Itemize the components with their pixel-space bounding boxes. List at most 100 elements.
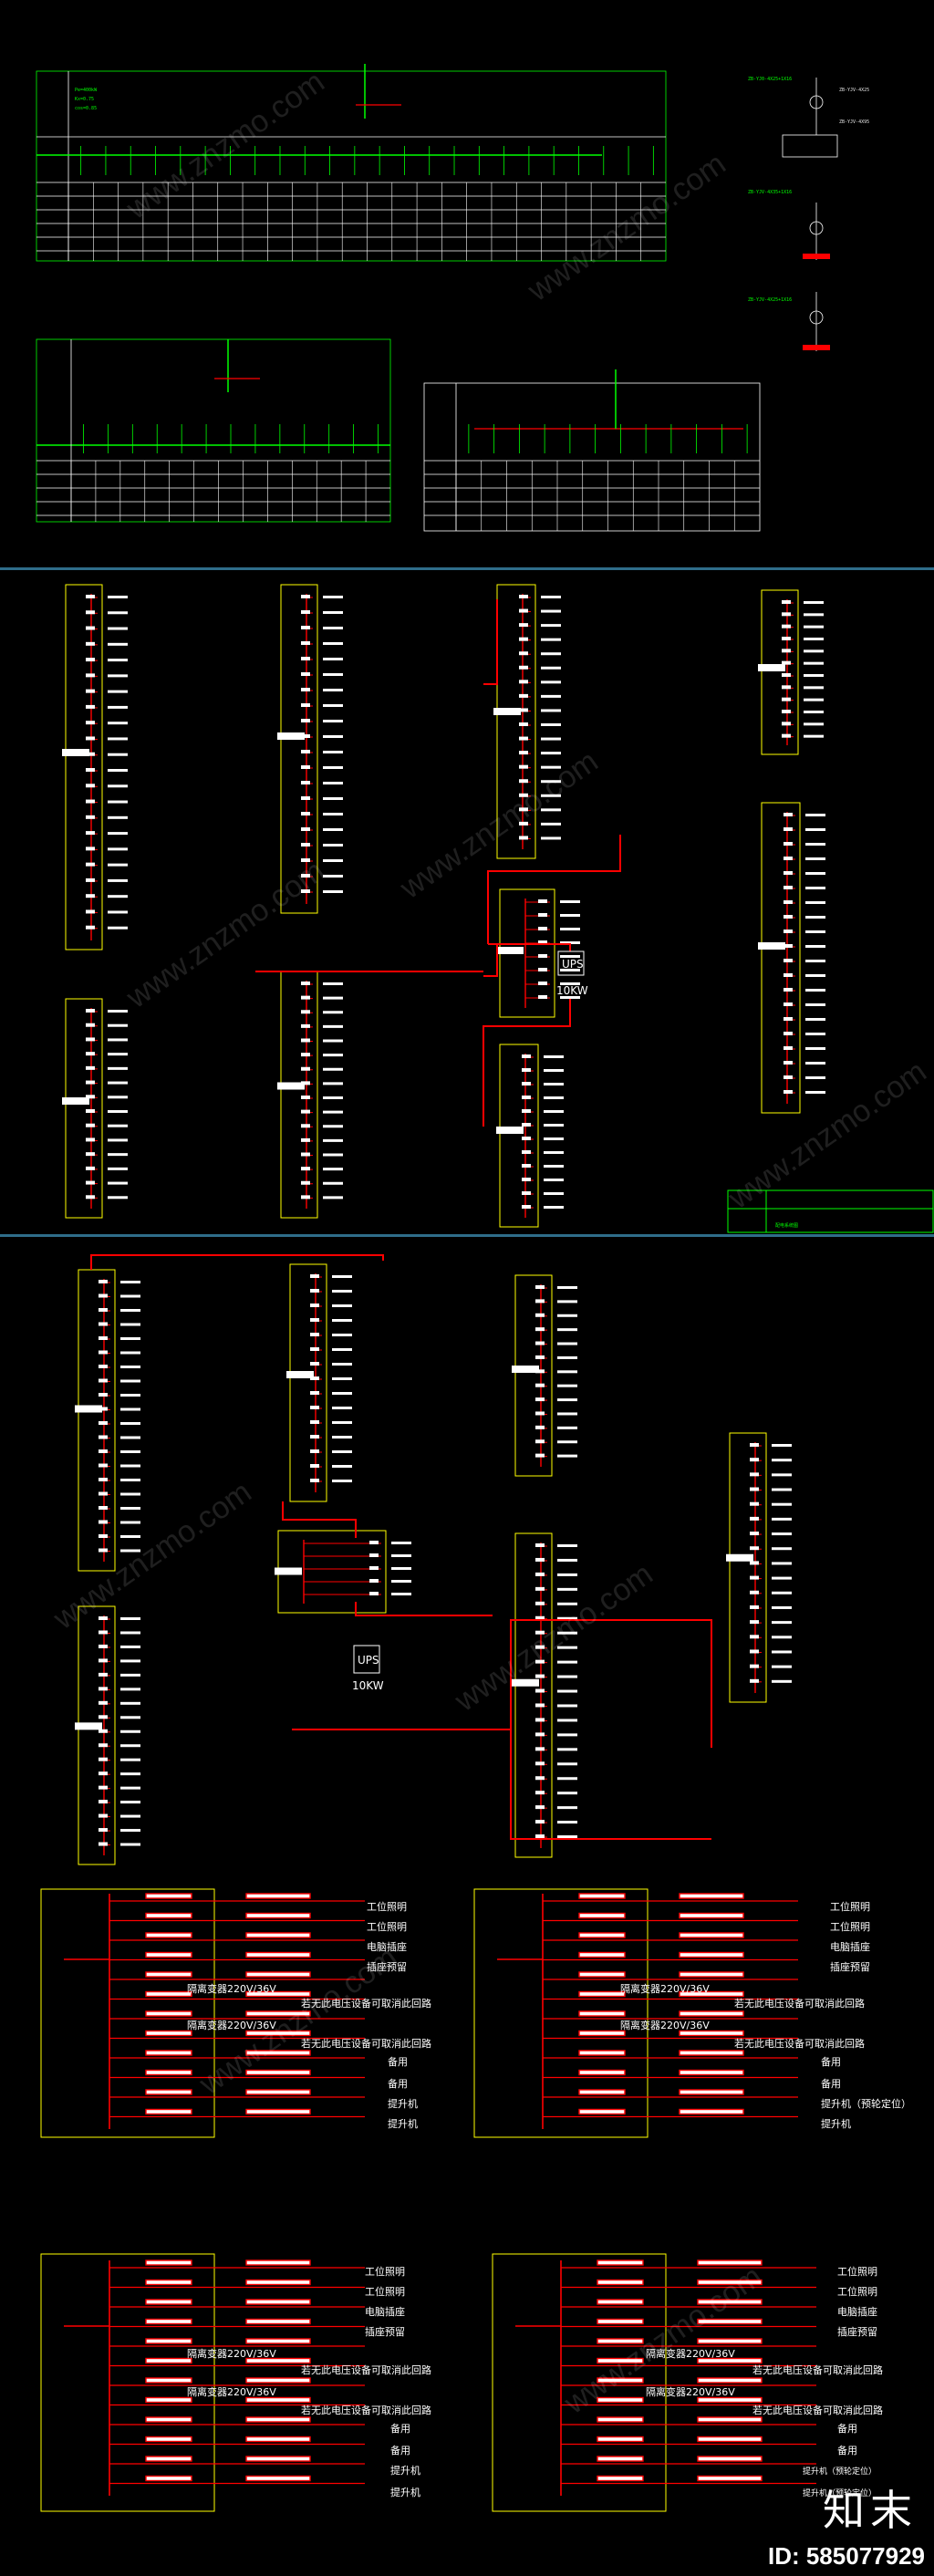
ups-label: UPS [358,1654,379,1667]
breaker-symbol [86,1123,95,1127]
circuit-tag [557,1286,577,1289]
load-label: 工位照明 [367,1920,407,1933]
sheet5-drawing: 工位照明 工位照明 电脑插座 插座预留 隔离变器220V/36V 若无此电压设备… [40,1888,911,2512]
circuit-tag [560,955,580,958]
cable-text [245,2377,311,2384]
cable-text [679,1990,744,1998]
circuit-tag [108,1023,128,1027]
sheet-workstation-panels: 工位照明 工位照明 电脑插座 插座预留 隔离变器220V/36V 若无此电压设备… [0,1866,934,2576]
circuit-tag [541,794,561,797]
circuit-tag [120,1701,140,1705]
breaker-symbol [301,1152,310,1157]
circuit-tag [323,596,343,598]
breaker-symbol [535,1341,545,1345]
sheet-divider [0,567,934,570]
breaker-symbol [301,641,310,645]
breaker-symbol [301,1023,310,1028]
breaker-symbol [86,1065,95,1070]
breaker-symbol [784,1061,793,1065]
load-label: 备用 [821,2077,841,2090]
cable-text [245,2338,311,2344]
circuit-tag [391,1542,411,1544]
circuit-tag [120,1659,140,1663]
circuit-tag [772,1650,792,1654]
breaker-symbol [538,940,547,944]
breaker-symbol [782,624,791,628]
breaker-symbol [535,1791,545,1795]
circuit-tag [120,1281,140,1283]
circuit-tag [804,601,824,604]
breaker-symbol [86,1095,95,1099]
circuit-tag [323,782,343,784]
load-label: 备用 [388,2055,408,2068]
breaker-symbol [86,909,95,914]
breaker-symbol [301,874,310,878]
breaker-symbol [750,1458,759,1462]
panel-tag [726,1553,753,1562]
circuit-tag [120,1729,140,1733]
breaker-symbol [99,1729,108,1733]
circuit-tag [323,627,343,629]
breaker-symbol [522,1164,531,1168]
breaker-symbol [86,610,95,615]
breaker-symbol [784,1090,793,1094]
breaker-symbol [301,626,310,629]
cable-text [245,2259,311,2266]
breaker-symbol [750,1605,759,1609]
load-label: 插座预留 [830,1960,870,1973]
load-label: 工位照明 [837,2265,877,2278]
cable-text [697,2338,763,2344]
cable-text [245,1932,311,1938]
panel-tag [62,749,89,756]
breaker-symbol [535,1299,545,1304]
breaker-symbol [519,693,528,698]
circuit-tag [323,1125,343,1128]
breaker-symbol [538,995,547,999]
circuit-tag [323,890,343,893]
breaker-symbol [86,1023,95,1027]
breaker-symbol [99,1435,108,1439]
load-label: 提升机 [388,2097,418,2110]
breaker-symbol [99,1715,108,1719]
circuit-tag [108,627,128,630]
cable-text [245,1971,311,1978]
panel-3-load-labels: 工位照明 工位照明 电脑插座 插座预留 隔离变器220V/36V 若无此电压设备… [187,2265,431,2498]
breaker-symbol [784,959,793,962]
breaker-symbol [301,812,310,815]
circuit-tag [557,1631,577,1635]
circuit-tag [323,611,343,614]
circuit-tag [108,1038,128,1042]
circuit-tag [805,1076,825,1079]
breaker-symbol [99,1644,108,1648]
breaker-symbol [750,1443,759,1447]
circuit-tag [772,1473,792,1477]
load-label: 工位照明 [365,2285,405,2298]
panel-box [761,802,801,1114]
circuit-tag [772,1679,792,1683]
breaker-symbol [310,1274,319,1278]
panel-tag [496,947,524,954]
circuit-tag [544,1096,564,1099]
breaker-symbol [301,672,310,676]
breaker-symbol [301,1081,310,1085]
circuit-tag [557,1314,577,1317]
breaker-symbol [782,637,791,640]
load-label: 提升机 [390,2464,420,2477]
circuit-tag [560,982,580,985]
breaker-symbol [782,733,791,738]
circuit-tag [557,1616,577,1620]
circuit-tag [323,813,343,815]
title-block [727,1189,934,1233]
circuit-tag [332,1319,352,1322]
breaker-symbol [99,1280,108,1283]
circuit-tag [805,960,825,962]
breaker-symbol [519,836,528,840]
breaker-symbol [301,1096,310,1099]
circuit-tag [804,625,824,628]
breaker-symbol [750,1546,759,1551]
breaker-text [597,2377,644,2384]
breaker-symbol [782,685,791,690]
breaker-text [578,1932,626,1938]
load-label: 若无此电压设备可取消此回路 [734,1997,865,2010]
breaker-symbol [86,847,95,851]
